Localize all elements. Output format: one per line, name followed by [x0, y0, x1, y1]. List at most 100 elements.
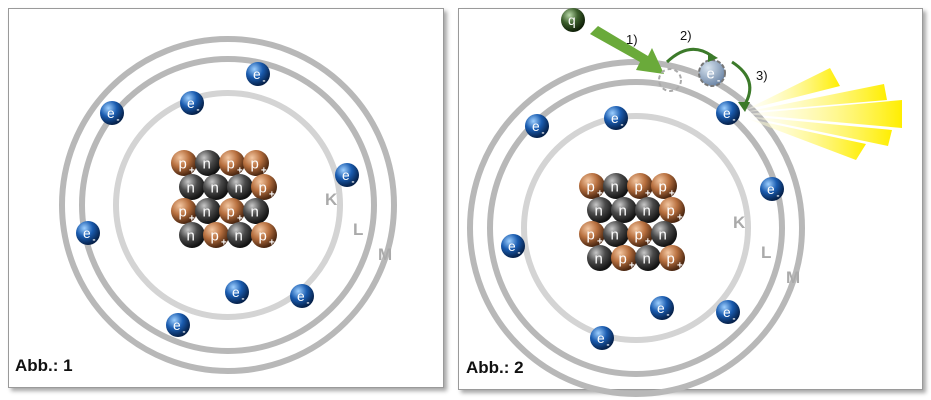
proton-label: p [587, 226, 595, 243]
electron-ball [716, 300, 740, 324]
proton-label: p [211, 227, 219, 244]
neutron-ball [195, 198, 221, 224]
proton-ball [243, 150, 269, 176]
emitted-light-ray [745, 68, 840, 110]
electron-ball [225, 280, 249, 304]
proton-ball [659, 245, 685, 271]
neutron-label: n [235, 179, 243, 196]
electron-sign: - [667, 310, 670, 320]
proton-label: p [179, 203, 187, 220]
neutron-ball [195, 150, 221, 176]
proton-ball [611, 245, 637, 271]
electron-label: e [342, 168, 350, 183]
proton-label: p [667, 202, 675, 219]
neutron-label: n [203, 203, 211, 220]
neutron-ball [587, 197, 613, 223]
proton-ball [627, 173, 653, 199]
proton-sign: + [629, 260, 635, 271]
projectile-q-label: q [568, 13, 576, 28]
electron-sign: - [93, 235, 96, 245]
electron-ball [604, 106, 628, 130]
neutron-label: n [643, 250, 651, 267]
proton-sign: + [645, 188, 651, 199]
electron-ball [590, 326, 614, 350]
proton-label: p [635, 178, 643, 195]
proton-label: p [659, 178, 667, 195]
proton-sign: + [677, 260, 683, 271]
electron-sign: - [197, 105, 200, 115]
neutron-label: n [643, 202, 651, 219]
neutron-ball [635, 245, 661, 271]
electron-label: e [107, 106, 115, 121]
transition-arrowhead-2 [708, 52, 718, 62]
transition-arrow-3 [731, 60, 752, 107]
proton-label: p [667, 250, 675, 267]
electron-label: e [297, 289, 305, 304]
electron-sign: - [307, 298, 310, 308]
electron-label: e [508, 239, 516, 254]
proton-label: p [619, 250, 627, 267]
electron-sign: - [621, 120, 624, 130]
shell-l [79, 56, 377, 354]
neutron-ball [243, 198, 269, 224]
emitted-light-ray [745, 116, 892, 146]
electron-ball [166, 313, 190, 337]
proton-label: p [227, 155, 235, 172]
shell-k [113, 90, 343, 320]
proton-label: p [259, 227, 267, 244]
electron-label: e [253, 67, 261, 82]
proton-sign: + [189, 165, 195, 176]
electron-sign: - [733, 314, 736, 324]
proton-ball [219, 198, 245, 224]
neutron-ball [227, 174, 253, 200]
neutron-ball [179, 222, 205, 248]
proton-ball [579, 173, 605, 199]
electron-label: e [657, 301, 665, 316]
neutron-ball [635, 197, 661, 223]
electron-label: e [83, 226, 91, 241]
figure-1-caption: Abb.: 1 [15, 356, 73, 375]
proton-sign: + [597, 188, 603, 199]
neutron-label: n [611, 226, 619, 243]
electron-ball [501, 234, 525, 258]
shell-label-l: L [761, 243, 771, 262]
electron-ball [76, 221, 100, 245]
projectile-q-ball [561, 8, 585, 32]
neutron-label: n [595, 202, 603, 219]
electron-label: e [532, 119, 540, 134]
electron-ball [180, 91, 204, 115]
excited-electron-sign: - [717, 75, 720, 86]
electron-label: e [723, 106, 731, 121]
emitted-light-ray [745, 84, 887, 112]
neutron-ball [203, 174, 229, 200]
electron-label: e [597, 331, 605, 346]
electron-label: e [173, 318, 181, 333]
proton-sign: + [677, 212, 683, 223]
proton-label: p [587, 178, 595, 195]
proton-ball [251, 174, 277, 200]
neutron-label: n [203, 155, 211, 172]
electron-ball [100, 101, 124, 125]
electron-sign: - [542, 128, 545, 138]
proton-sign: + [269, 237, 275, 248]
electron-label: e [611, 111, 619, 126]
excited-electron-label: e [707, 65, 715, 82]
proton-ball [651, 173, 677, 199]
neutron-label: n [611, 178, 619, 195]
neutron-label: n [595, 250, 603, 267]
figure-2-caption: Abb.: 2 [466, 358, 524, 377]
proton-sign: + [261, 165, 267, 176]
neutron-ball [603, 221, 629, 247]
transition-arrowhead-3 [738, 102, 750, 112]
electron-ball [525, 114, 549, 138]
proton-sign: + [237, 165, 243, 176]
neutron-label: n [251, 203, 259, 220]
electron-label: e [723, 305, 731, 320]
electron-sign: - [518, 248, 521, 258]
emitted-light-ray [745, 100, 902, 128]
electron-label: e [187, 96, 195, 111]
proton-sign: + [237, 213, 243, 224]
neutron-label: n [187, 179, 195, 196]
step-label-3: 3) [756, 68, 768, 83]
electron-ball [246, 62, 270, 86]
